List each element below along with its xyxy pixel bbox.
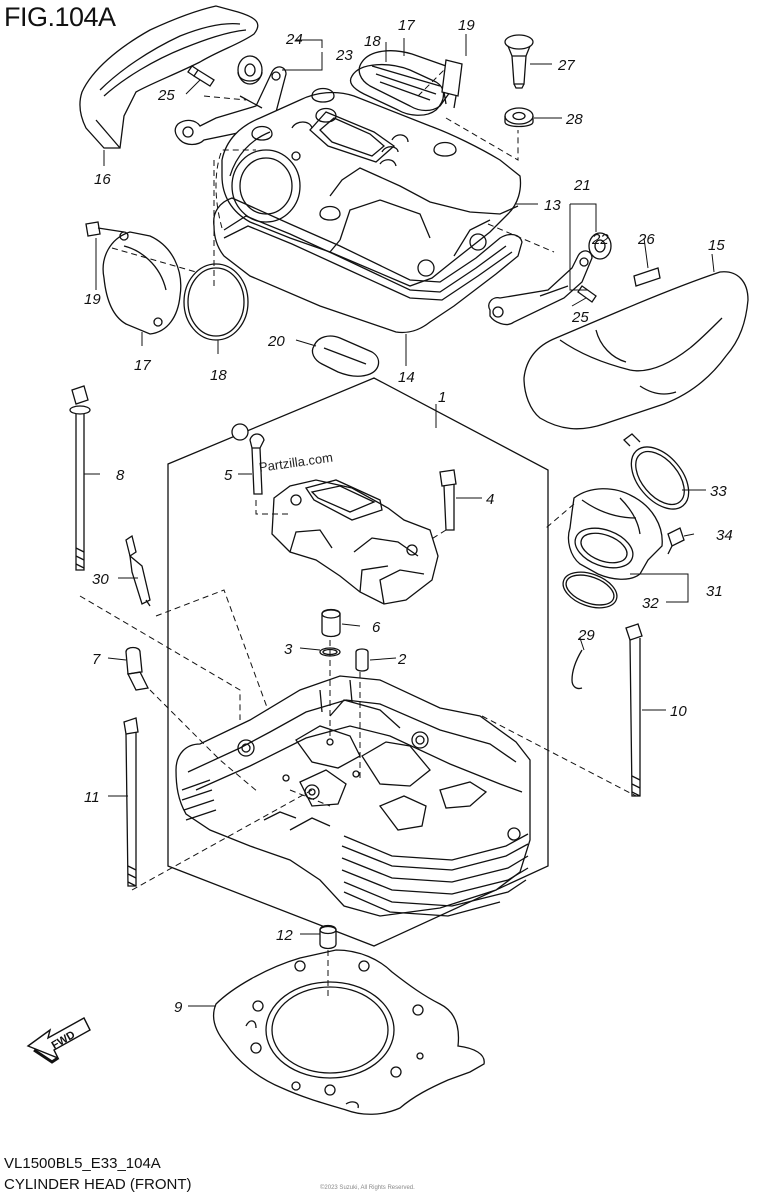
callout-32[interactable]: 32 [642, 595, 659, 612]
figure-title: FIG.104A [4, 2, 116, 32]
part-10-bolt[interactable] [625, 623, 643, 797]
callout-6[interactable]: 6 [372, 619, 381, 636]
callout-13[interactable]: 13 [544, 197, 561, 214]
fwd-label: FWD [50, 1029, 78, 1052]
diagram-caption: CYLINDER HEAD (FRONT) [4, 1176, 192, 1193]
callout-4[interactable]: 4 [486, 491, 494, 508]
leader-lines [84, 34, 715, 1007]
part-31-intake-pipe[interactable] [567, 488, 663, 580]
callout-33[interactable]: 33 [710, 483, 727, 500]
part-24-grommet[interactable] [237, 55, 263, 85]
part-34-screw[interactable] [667, 527, 685, 555]
model-code: VL1500BL5_E33_104A [4, 1155, 161, 1172]
part-16-side-cover[interactable] [79, 5, 259, 149]
callout-23[interactable]: 23 [335, 47, 353, 64]
callout-18-left[interactable]: 18 [210, 367, 227, 384]
callout-25-left[interactable]: 25 [157, 87, 175, 104]
callout-17-top[interactable]: 17 [398, 17, 415, 34]
cylinder-head[interactable] [175, 675, 531, 917]
callout-16[interactable]: 16 [94, 171, 111, 188]
callout-29[interactable]: 29 [577, 627, 595, 644]
part-21-bracket-right[interactable] [488, 250, 593, 326]
callout-17-left[interactable]: 17 [134, 357, 151, 374]
callout-15[interactable]: 15 [708, 237, 725, 254]
callout-12[interactable]: 12 [276, 927, 293, 944]
part-1-assembly-frame [167, 377, 549, 947]
callout-19-top[interactable]: 19 [458, 17, 475, 34]
callout-24[interactable]: 24 [285, 31, 303, 48]
callout-11[interactable]: 11 [84, 789, 100, 806]
callout-2[interactable]: 2 [397, 651, 407, 668]
part-9-head-gasket[interactable] [212, 949, 485, 1115]
part-17-cap-left[interactable] [102, 231, 182, 335]
callout-8[interactable]: 8 [116, 467, 125, 484]
reference-lines [79, 69, 637, 998]
part-22-grommet[interactable] [588, 232, 612, 260]
part-19-bolt-top[interactable] [441, 59, 463, 109]
callout-5[interactable]: 5 [224, 467, 233, 484]
part-30-spark-plug[interactable] [125, 534, 151, 607]
callout-34[interactable]: 34 [716, 527, 733, 544]
callout-21[interactable]: 21 [573, 177, 591, 194]
callout-31[interactable]: 31 [706, 583, 723, 600]
part-12-dowel[interactable] [319, 924, 337, 950]
callout-labels: 1 2 3 4 5 6 7 8 9 10 11 12 13 14 15 16 1… [84, 17, 733, 1016]
part-26-pad[interactable] [633, 267, 661, 287]
part-8-long-bolt[interactable] [69, 385, 91, 571]
part-17-cap-top[interactable] [358, 50, 456, 112]
callout-25-right[interactable]: 25 [571, 309, 589, 326]
callout-1[interactable]: 1 [438, 389, 446, 406]
callout-26[interactable]: 26 [637, 231, 655, 248]
part-33-clamp[interactable] [620, 433, 700, 520]
callout-30[interactable]: 30 [92, 571, 109, 588]
callout-19-left[interactable]: 19 [84, 291, 101, 308]
callout-18-top[interactable]: 18 [364, 33, 381, 50]
part-13-head-cover[interactable] [221, 87, 522, 287]
callout-9[interactable]: 9 [174, 999, 183, 1016]
part-29-clip[interactable] [571, 649, 583, 690]
part-19-bolt-left[interactable] [85, 221, 125, 237]
part-15-side-cover[interactable] [523, 271, 749, 430]
part-25-bolt-left[interactable] [187, 65, 215, 87]
part-2-dowel-pin[interactable] [355, 648, 369, 672]
part-20-seal[interactable] [311, 335, 380, 377]
part-14-cover-gasket[interactable] [213, 197, 523, 334]
callout-3[interactable]: 3 [284, 641, 293, 658]
part-28-washer[interactable] [504, 107, 534, 128]
callout-20[interactable]: 20 [267, 333, 285, 350]
callout-22[interactable]: 22 [591, 231, 609, 248]
copyright-notice: ©2023 Suzuki, All Rights Reserved. [320, 1185, 415, 1191]
callout-27[interactable]: 27 [557, 57, 575, 74]
callout-7[interactable]: 7 [92, 651, 101, 668]
part-11-bolt[interactable] [123, 717, 139, 887]
part-27-bolt[interactable] [504, 34, 534, 89]
fwd-arrow-icon [26, 1017, 91, 1064]
part-5-bolt[interactable] [231, 423, 265, 495]
part-32-oring[interactable] [558, 565, 622, 614]
part-6-dowel[interactable] [321, 608, 341, 638]
camshaft-holder[interactable] [271, 479, 439, 605]
callout-10[interactable]: 10 [670, 703, 687, 720]
part-18-gasket-top[interactable] [349, 63, 445, 116]
part-7-fitting[interactable] [125, 646, 149, 691]
part-25-bolt-right[interactable] [577, 285, 597, 303]
callout-14[interactable]: 14 [398, 369, 415, 386]
part-18-oring-left[interactable] [183, 263, 249, 341]
callout-28[interactable]: 28 [565, 111, 583, 128]
part-4-bolt[interactable] [439, 469, 457, 531]
